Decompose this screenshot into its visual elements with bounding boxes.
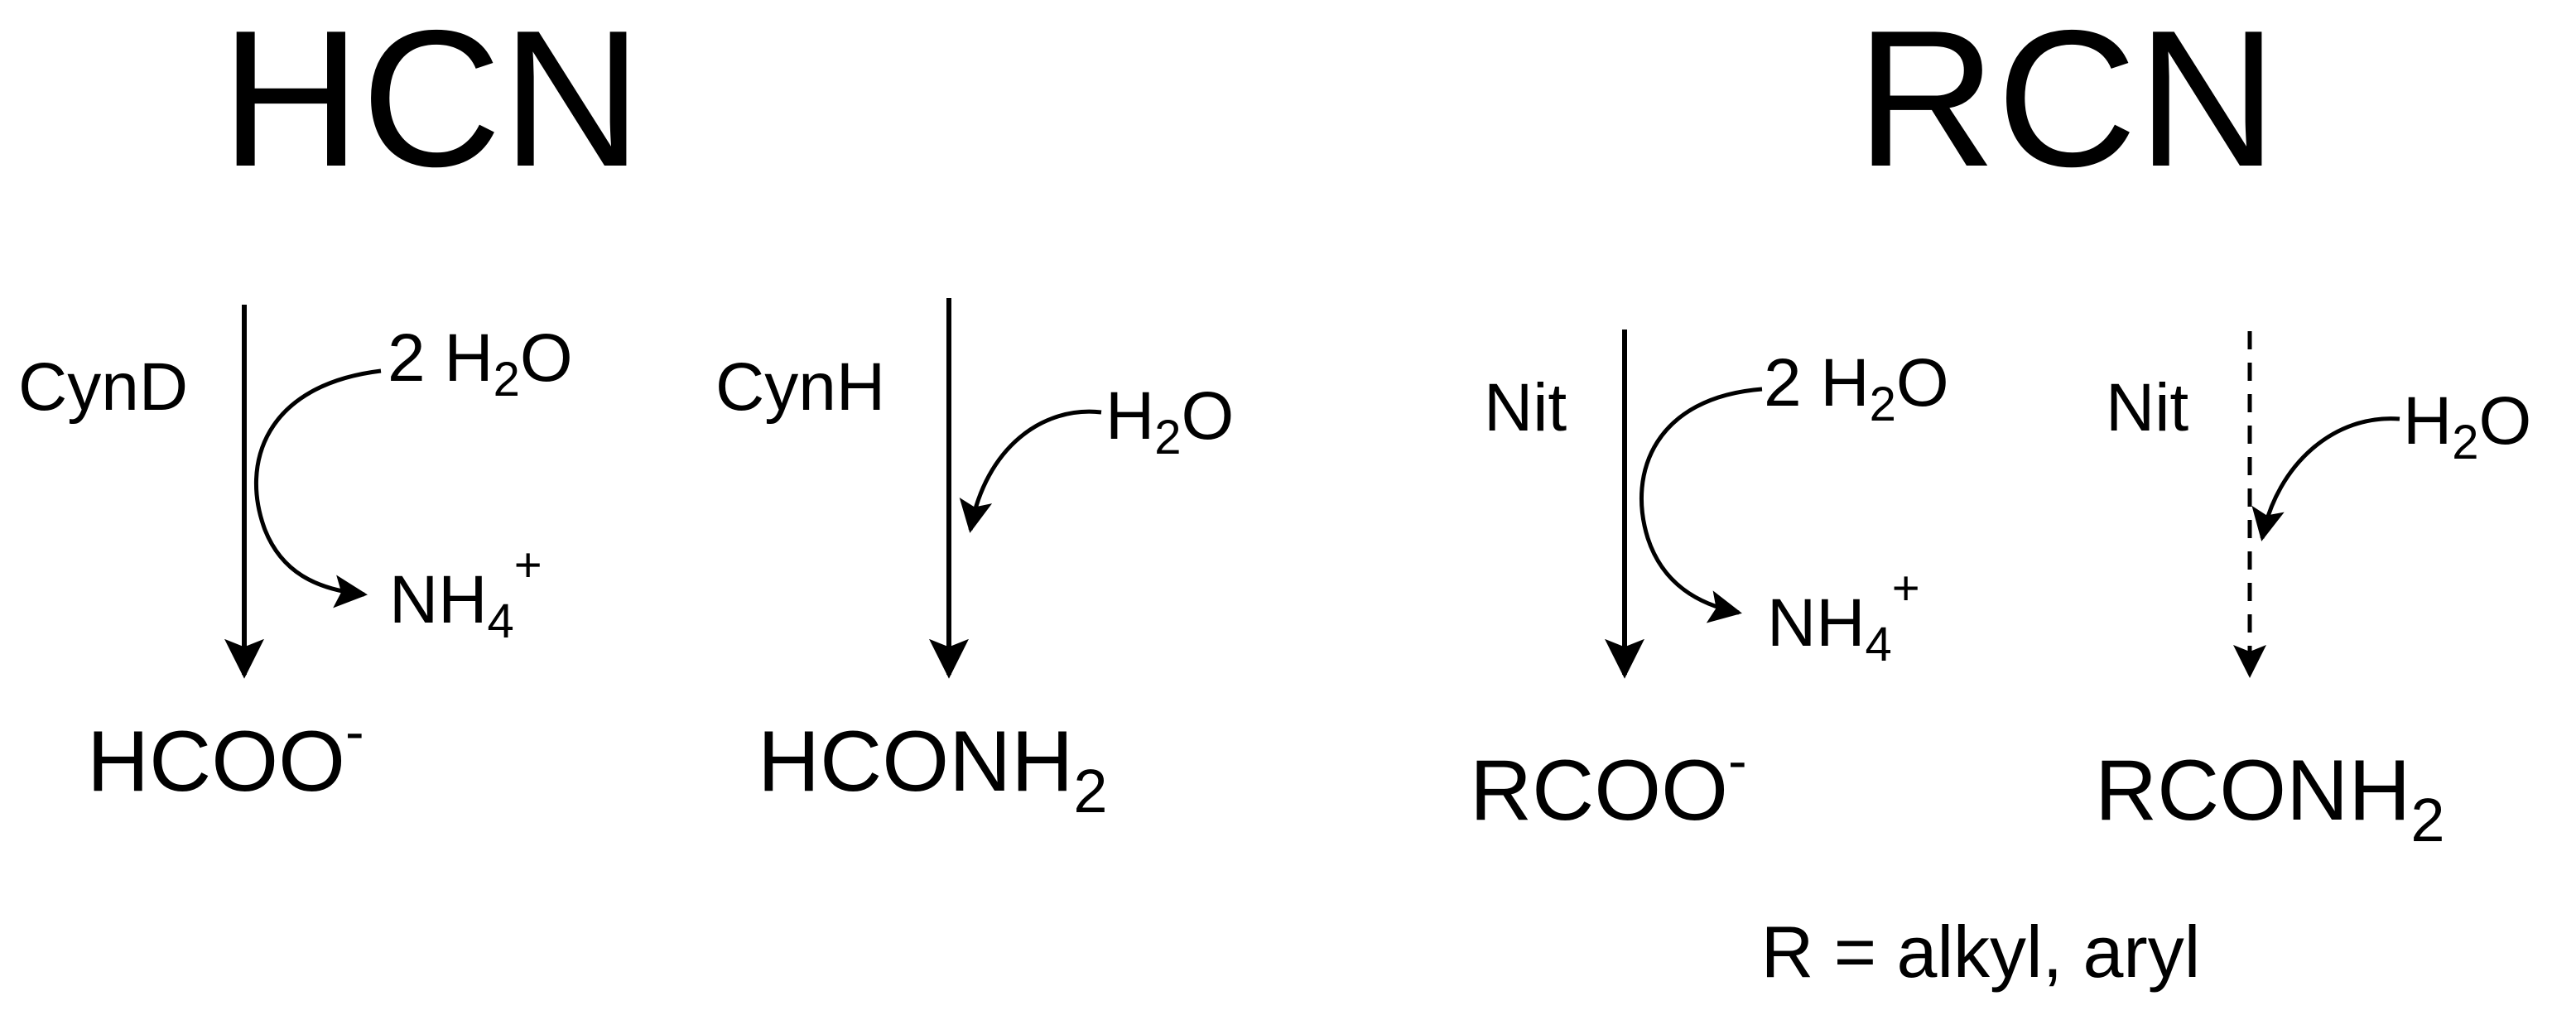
- cynd-reagent-water: 2 H2O: [388, 320, 573, 406]
- hcn-title: HCN: [220, 0, 642, 207]
- nit-amide-product-amide: RCONH2: [2095, 743, 2444, 854]
- nit-acid-product-carboxylate: RCOO-: [1470, 729, 1747, 839]
- cynh-water-in-arrow: [959, 409, 1102, 533]
- rcn-title: RCN: [1856, 0, 2277, 207]
- cynh-enzyme-label: CynH: [715, 349, 885, 425]
- r-group-definition-note: R = alkyl, aryl: [1761, 911, 2201, 993]
- nit-acid-byproduct-ammonium: NH4+: [1767, 561, 1920, 671]
- cynh-reagent-water: H2O: [1105, 378, 1234, 464]
- nit-acid-reagent-water: 2 H2O: [1764, 345, 1949, 431]
- cynd-enzyme-label: CynD: [18, 349, 188, 425]
- cynh-product-formamide: HCONH2: [758, 714, 1107, 825]
- cynd-water-in-byproduct-out-arrow: [253, 368, 382, 609]
- cynd-byproduct-ammonium: NH4+: [389, 538, 542, 648]
- nit-amide-water-in-arrow: [2251, 416, 2400, 541]
- nit-amide-reagent-water: H2O: [2403, 383, 2531, 469]
- cynd-product-formate: HCOO-: [87, 700, 364, 810]
- nit-amide-enzyme-label: Nit: [2106, 370, 2188, 445]
- nit-acid-water-in-byproduct-out-arrow: [1639, 387, 1763, 623]
- nit-acid-enzyme-label: Nit: [1484, 370, 1567, 445]
